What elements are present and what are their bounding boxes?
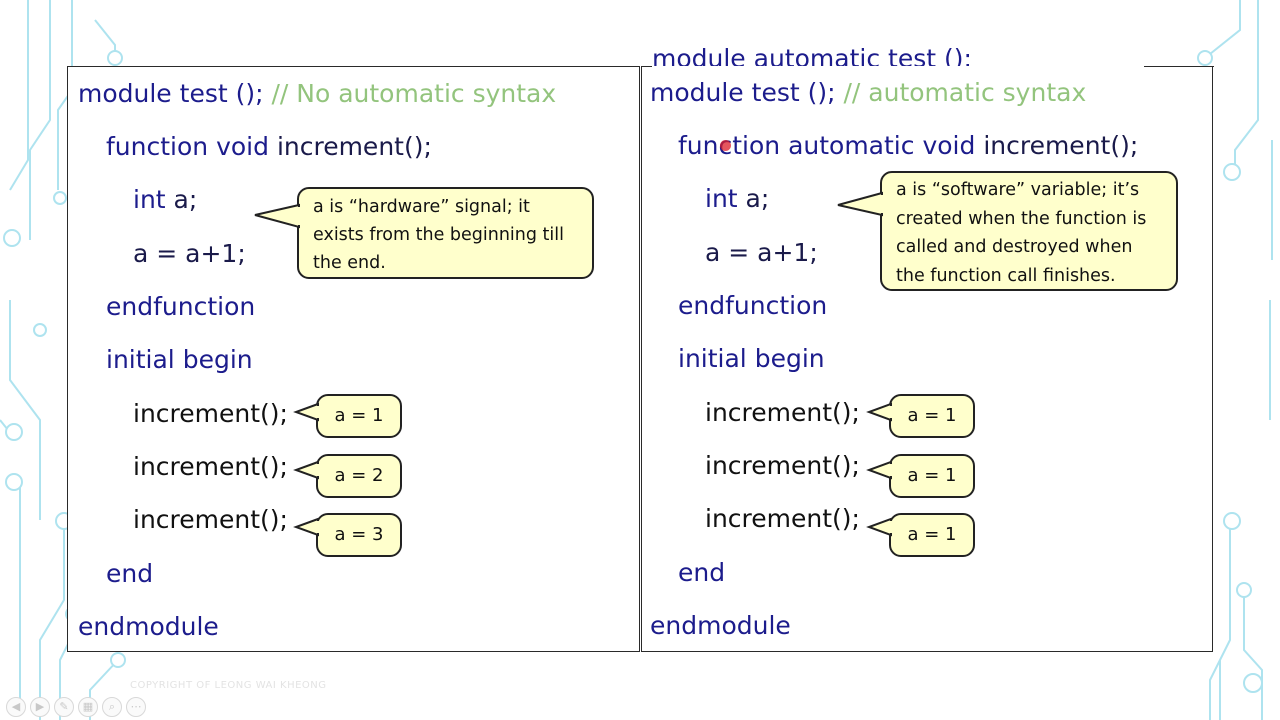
code-line-function: function void increment(); [106, 132, 432, 162]
result-value: a = 3 [334, 524, 384, 545]
code-panel-automatic: module test (); // automatic syntax func… [641, 66, 1214, 652]
code-line-endfunction: endfunction [106, 292, 255, 322]
function-name: increment(); [983, 131, 1139, 160]
pen-icon[interactable]: ✎ [54, 697, 74, 717]
function-name: increment(); [276, 132, 432, 161]
code-line-int-declaration: int a; [133, 185, 197, 215]
comment-no-automatic: // No automatic syntax [271, 79, 557, 108]
callout-pointer [254, 203, 301, 229]
zoom-icon[interactable]: ⌕ [102, 697, 122, 717]
end-keyword: end [106, 559, 154, 588]
result-callout-1: a = 1 [866, 394, 975, 438]
panel-border-segment [1144, 66, 1214, 67]
copyright-text: COPYRIGHT OF LEONG WAI KHEONG [130, 680, 327, 691]
slides-icon[interactable]: ▦ [78, 697, 98, 717]
result-value: a = 2 [334, 465, 384, 486]
callout-pointer [293, 517, 320, 537]
cut-off-heading-text: module automatic test (); [652, 44, 972, 70]
more-icon[interactable]: ⋯ [126, 697, 146, 717]
callout-pointer [866, 402, 893, 422]
result-value: a = 1 [907, 465, 957, 486]
callout-pointer [293, 460, 320, 480]
code-line-end: end [678, 558, 725, 588]
result-callout-3: a = 1 [866, 513, 975, 557]
module-declaration: module test (); [650, 78, 836, 107]
int-type: int [705, 184, 738, 213]
code-line-end: end [106, 559, 153, 589]
back-icon[interactable]: ◀ [6, 697, 26, 717]
code-line-module: module test (); // automatic syntax [650, 78, 1086, 108]
panel-border-segment [642, 66, 652, 67]
callout-text: a is “software” variable; it’s created w… [896, 180, 1147, 286]
assignment-statement: a = a+1; [705, 238, 818, 267]
code-line-call-3: increment(); [705, 504, 860, 534]
cut-off-heading: module automatic test (); [652, 40, 972, 70]
module-declaration: module test (); [78, 79, 264, 108]
int-type: int [133, 185, 166, 214]
result-callout-2: a = 2 [293, 454, 402, 498]
code-line-int-declaration: int a; [705, 184, 769, 214]
callout-pointer [866, 517, 893, 537]
function-call: increment(); [133, 505, 288, 534]
callout-pointer [866, 460, 893, 480]
code-line-call-2: increment(); [133, 452, 288, 482]
code-line-call-1: increment(); [133, 399, 288, 429]
code-line-endmodule: endmodule [650, 611, 791, 641]
code-line-increment-statement: a = a+1; [705, 238, 818, 268]
result-callout-2: a = 1 [866, 454, 975, 498]
code-line-initial-begin: initial begin [106, 345, 253, 375]
code-panel-no-automatic: module test (); // No automatic syntax f… [67, 66, 640, 652]
code-line-endmodule: endmodule [78, 612, 219, 642]
result-callout-3: a = 3 [293, 513, 402, 557]
callout-pointer [837, 191, 884, 217]
code-line-function: function automatic void increment(); [678, 131, 1138, 161]
variable-a: a; [745, 184, 770, 213]
result-value: a = 1 [334, 405, 384, 426]
function-call: increment(); [133, 452, 288, 481]
code-line-call-3: increment(); [133, 505, 288, 535]
slideshow-toolbar: ◀ ▶ ✎ ▦ ⌕ ⋯ [6, 697, 146, 719]
forward-icon[interactable]: ▶ [30, 697, 50, 717]
endmodule-keyword: endmodule [78, 612, 219, 641]
function-call: increment(); [705, 398, 860, 427]
callout-pointer [293, 402, 320, 422]
code-line-call-1: increment(); [705, 398, 860, 428]
callout-software-variable: a is “software” variable; it’s created w… [837, 171, 1178, 291]
endfunction-keyword: endfunction [106, 292, 256, 321]
laser-pointer-dot [720, 140, 731, 151]
endmodule-keyword: endmodule [650, 611, 791, 640]
code-line-module: module test (); // No automatic syntax [78, 79, 556, 109]
callout-text: a is “hardware” signal; it exists from t… [313, 197, 565, 273]
assignment-statement: a = a+1; [133, 239, 246, 268]
function-call: increment(); [705, 451, 860, 480]
code-line-initial-begin: initial begin [678, 344, 825, 374]
end-keyword: end [678, 558, 726, 587]
comment-automatic: // automatic syntax [843, 78, 1087, 107]
variable-a: a; [173, 185, 198, 214]
function-call: increment(); [705, 504, 860, 533]
result-value: a = 1 [907, 405, 957, 426]
function-keywords: function void [106, 132, 269, 161]
initial-begin-keyword: initial begin [678, 344, 825, 373]
result-value: a = 1 [907, 524, 957, 545]
callout-hardware-signal: a is “hardware” signal; it exists from t… [254, 187, 594, 279]
endfunction-keyword: endfunction [678, 291, 828, 320]
code-line-endfunction: endfunction [678, 291, 827, 321]
code-line-increment-statement: a = a+1; [133, 239, 246, 269]
initial-begin-keyword: initial begin [106, 345, 253, 374]
function-call: increment(); [133, 399, 288, 428]
code-line-call-2: increment(); [705, 451, 860, 481]
result-callout-1: a = 1 [293, 394, 402, 438]
